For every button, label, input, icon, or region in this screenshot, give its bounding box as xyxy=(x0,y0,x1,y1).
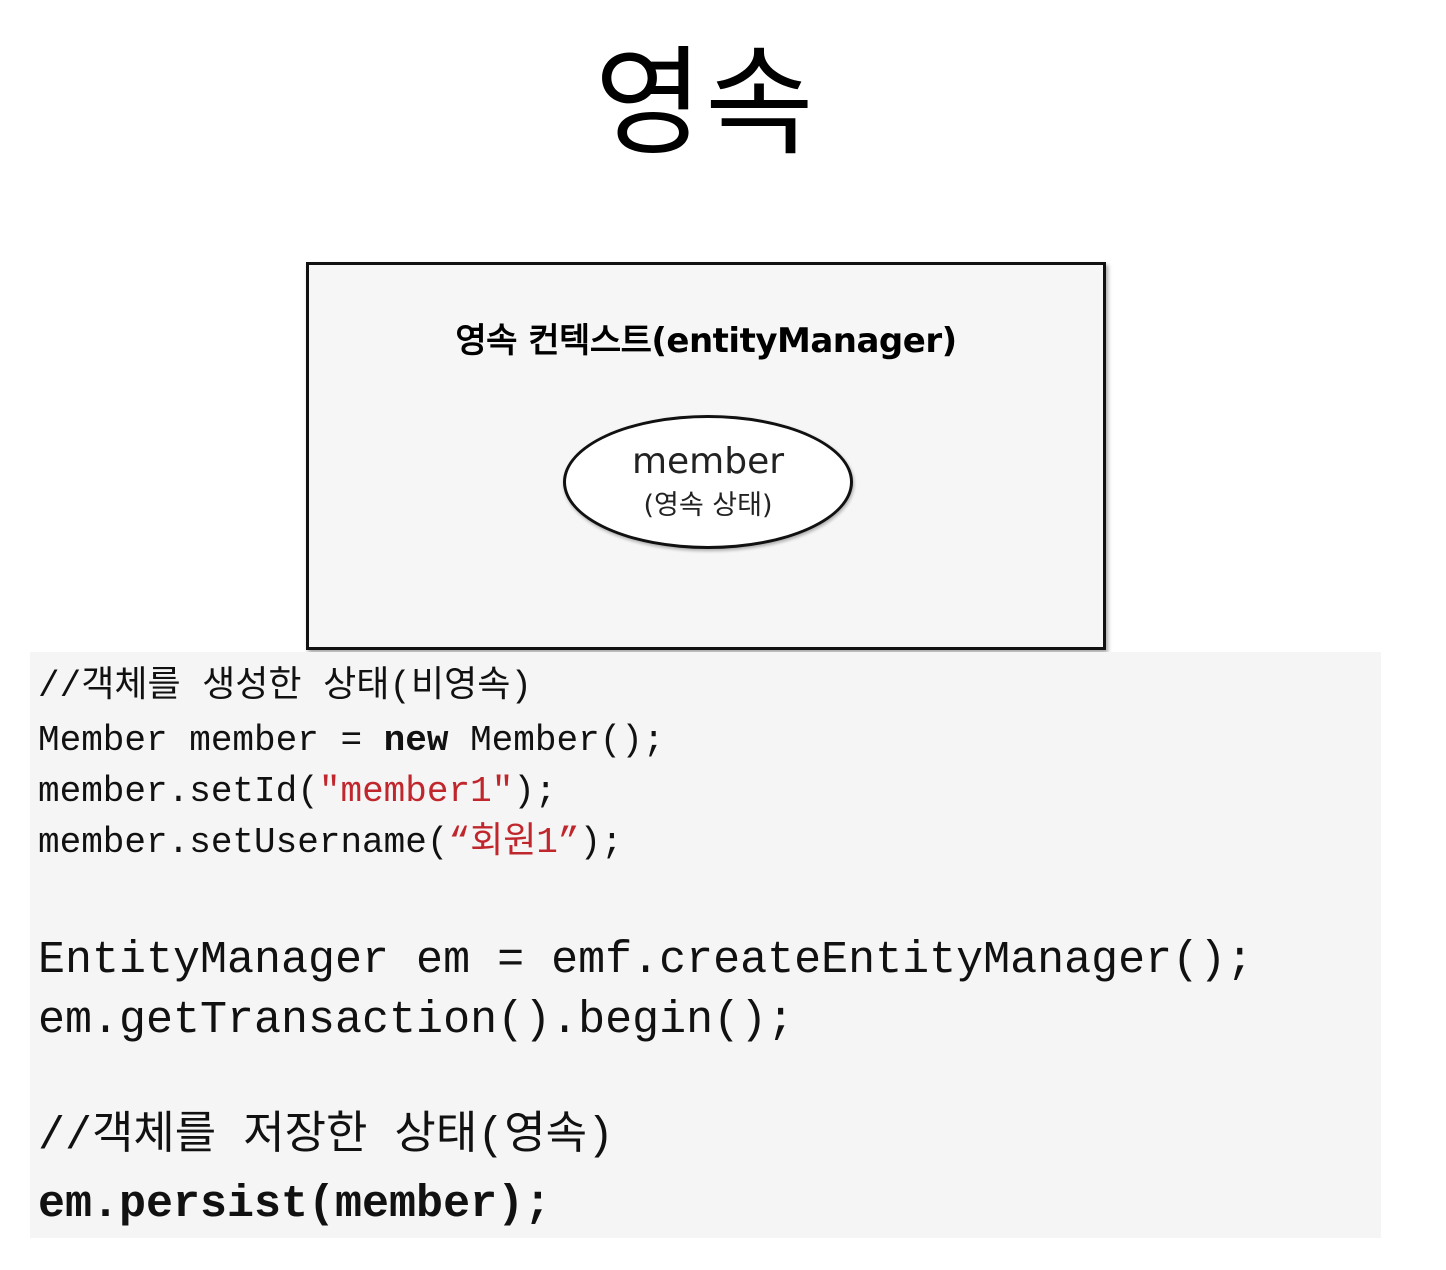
slide-title: 영속 xyxy=(594,34,816,172)
code-line-new-member: Member member = new Member(); xyxy=(38,716,665,766)
code-block: //객체를 생성한 상태(비영속) Member member = new Me… xyxy=(30,652,1381,1238)
code-text: ); xyxy=(513,771,557,812)
code-text: member.setId( xyxy=(38,771,319,812)
persistence-context-label: 영속 컨텍스트(entityManager) xyxy=(455,321,957,361)
code-comment-transient: //객체를 생성한 상태(비영속) xyxy=(38,666,532,707)
code-text: member.setUsername( xyxy=(38,822,449,863)
code-string-literal: “회원1” xyxy=(448,822,580,863)
code-text: Member member = xyxy=(38,720,384,761)
code-line-create-em: EntityManager em = emf.createEntityManag… xyxy=(38,935,1254,986)
code-line-begin-tx: em.getTransaction().begin(); xyxy=(38,995,795,1046)
code-comment-persisted: //객체를 저장한 상태(영속) xyxy=(38,1111,615,1162)
persistence-context-box: 영속 컨텍스트(entityManager) member (영속 상태) xyxy=(306,262,1106,650)
code-line-set-username: member.setUsername(“회원1”); xyxy=(38,818,623,868)
code-keyword-new: new xyxy=(383,720,449,761)
code-string-literal: "member1" xyxy=(318,771,514,812)
member-entity-ellipse: member (영속 상태) xyxy=(563,415,853,549)
entity-state: (영속 상태) xyxy=(643,490,773,521)
code-text: ); xyxy=(579,822,623,863)
code-line-persist: em.persist(member); xyxy=(38,1179,552,1230)
code-line-set-id: member.setId("member1"); xyxy=(38,767,557,817)
code-text: Member(); xyxy=(448,720,665,761)
entity-name: member xyxy=(631,441,785,482)
